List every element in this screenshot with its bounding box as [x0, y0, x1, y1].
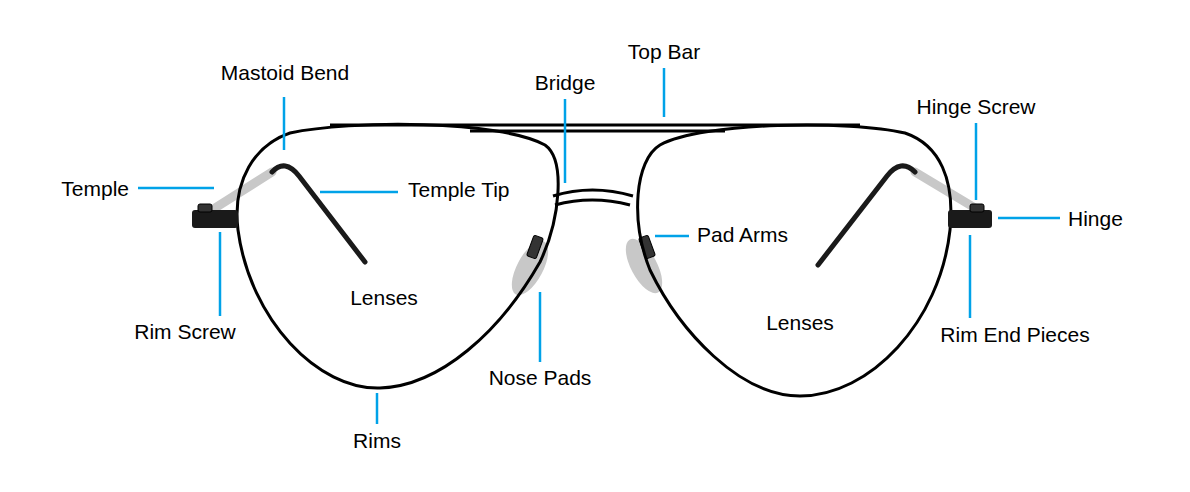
leader-line: [655, 235, 689, 238]
part-label: Temple Tip: [408, 177, 510, 202]
part-label: Rims: [353, 428, 401, 453]
part-label: Hinge Screw: [916, 94, 1035, 119]
leader-line: [219, 232, 222, 316]
leader-line: [376, 393, 379, 424]
temple-arm: [818, 166, 915, 265]
leader-line: [998, 217, 1060, 220]
leader-line: [969, 235, 972, 318]
rim: [638, 125, 951, 396]
nose-pad: [618, 233, 669, 298]
part-label: Pad Arms: [697, 222, 788, 247]
rim: [237, 124, 558, 388]
part-label: Lenses: [350, 285, 418, 310]
pad-arm: [527, 235, 544, 259]
top-bar: [470, 130, 725, 133]
bridge: [555, 200, 630, 205]
part-label: Temple: [61, 176, 129, 201]
bridge: [553, 190, 633, 196]
leader-line: [564, 99, 567, 183]
part-label: Rim End Pieces: [940, 322, 1089, 347]
leader-line: [975, 123, 978, 200]
part-label: Top Bar: [628, 39, 700, 64]
temple-arm: [272, 166, 365, 262]
part-label: Hinge: [1068, 206, 1123, 231]
leader-lines: [138, 68, 1060, 424]
hinge-screw: [198, 204, 212, 212]
top-bar: [330, 124, 860, 127]
rim-end-piece: [948, 210, 992, 228]
part-label: Nose Pads: [489, 365, 592, 390]
part-label: Mastoid Bend: [221, 60, 349, 85]
hinge-screw: [970, 204, 984, 212]
part-label: Rim Screw: [134, 319, 236, 344]
leader-line: [283, 97, 286, 150]
part-label: Bridge: [535, 70, 596, 95]
leader-line: [539, 292, 542, 362]
part-label: Lenses: [766, 310, 834, 335]
rim-end-piece: [192, 210, 238, 228]
leader-line: [320, 191, 398, 194]
leader-line: [138, 187, 214, 190]
leader-line: [663, 68, 666, 117]
